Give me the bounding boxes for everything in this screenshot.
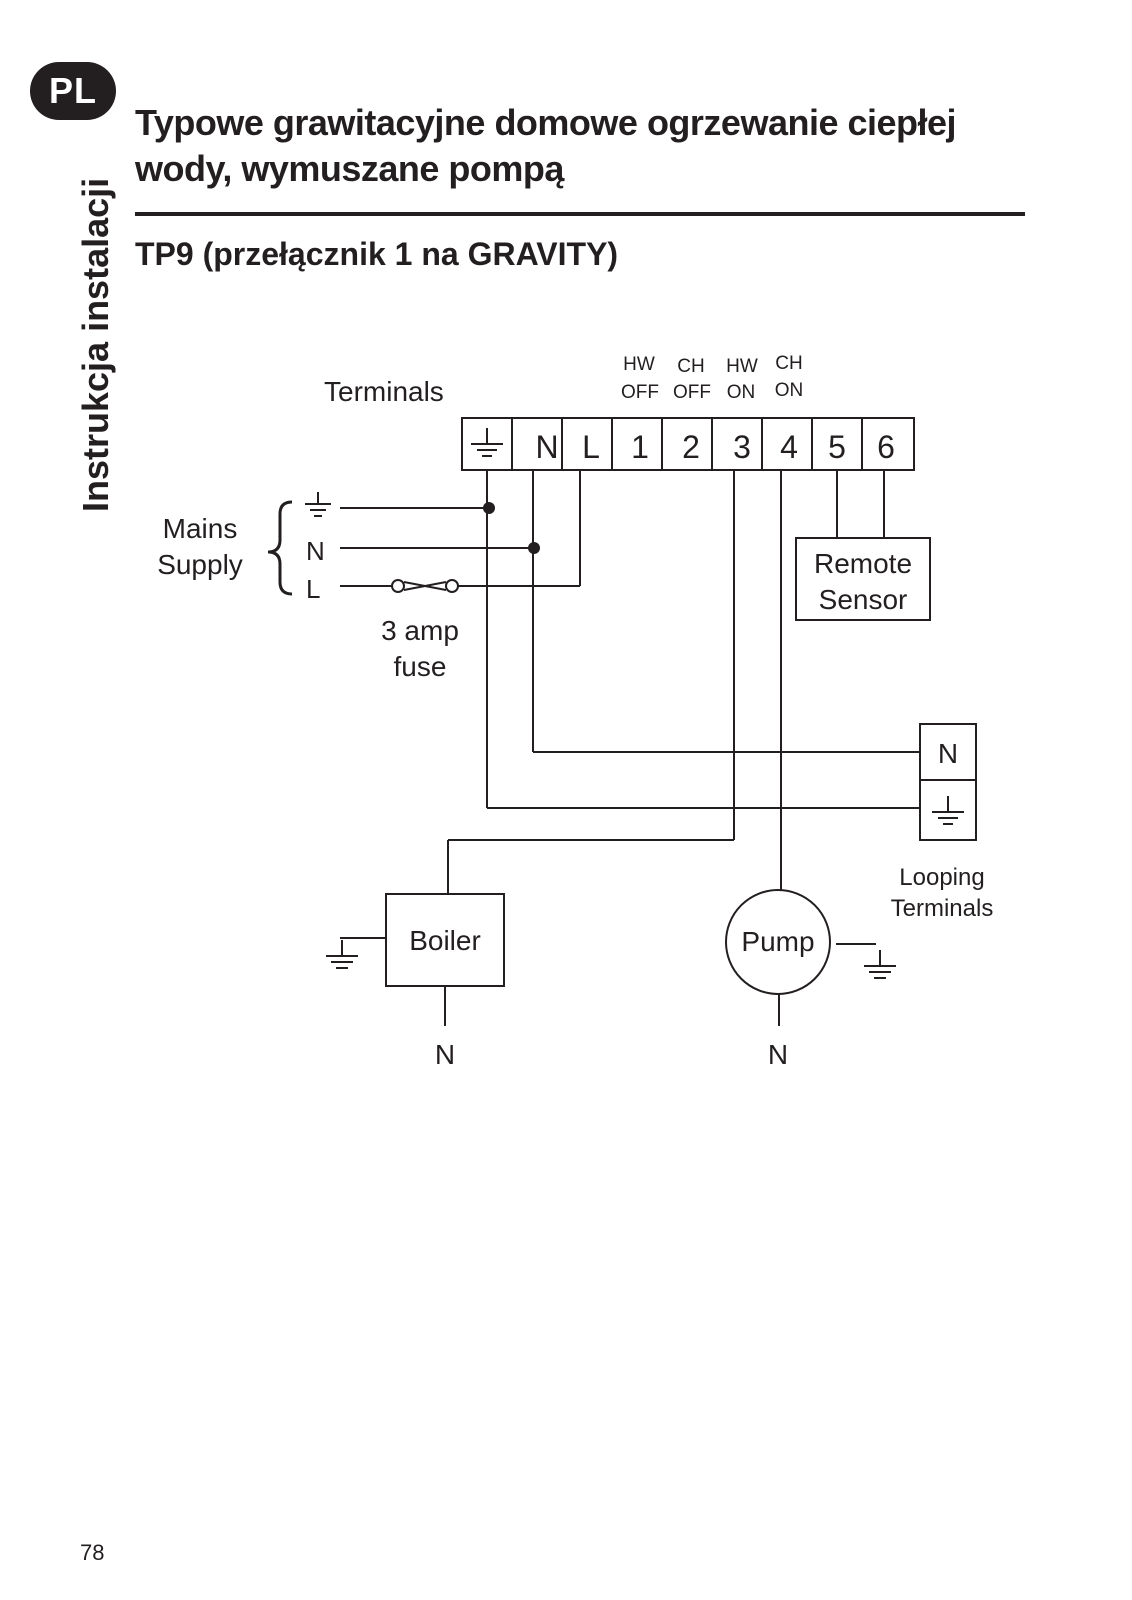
page-subtitle: TP9 (przełącznik 1 na GRAVITY) [135, 236, 619, 272]
pump-earth-icon [864, 950, 896, 979]
pump-label: Pump [741, 926, 814, 957]
mode-label-4-bottom: ON [775, 380, 804, 401]
mode-label-3-bottom: ON [727, 382, 756, 403]
boiler-neutral-label: N [435, 1039, 455, 1070]
mode-label-2-top: CH [677, 356, 704, 377]
boiler-earth-icon [326, 940, 358, 969]
terminal-2: 2 [682, 429, 700, 465]
terminal-6: 6 [877, 429, 895, 465]
mains-brace [267, 500, 293, 596]
mains-label-line1: Mains [163, 513, 238, 544]
earth-junction-dot [483, 502, 495, 514]
pump-neutral-label: N [768, 1039, 788, 1070]
looping-label-line2: Terminals [891, 895, 994, 922]
remote-sensor-line1: Remote [814, 548, 912, 579]
language-badge: PL [30, 62, 116, 120]
terminal-5: 5 [828, 429, 846, 465]
looping-neutral-label: N [938, 738, 958, 769]
boiler-label: Boiler [409, 925, 481, 956]
terminals-label: Terminals [324, 376, 444, 407]
neutral-junction-dot [528, 542, 540, 554]
mode-label-3-top: HW [726, 356, 758, 377]
mode-label-4-top: CH [775, 353, 802, 374]
mode-label-1-top: HW [623, 354, 655, 375]
terminal-l: L [582, 429, 600, 465]
looping-earth-icon [932, 796, 964, 825]
looping-terminals-box [919, 723, 977, 841]
terminal-earth-icon [471, 428, 503, 457]
title-divider [135, 212, 1025, 216]
mains-label-line2: Supply [157, 549, 243, 580]
fuse-label-line2: fuse [394, 651, 447, 682]
terminal-n: N [535, 429, 558, 465]
remote-sensor-box [795, 537, 931, 621]
page-title: Typowe grawitacyjne domowe ogrzewanie ci… [135, 102, 957, 189]
mode-label-2-bottom: OFF [673, 382, 711, 403]
terminal-strip [461, 417, 915, 471]
terminal-3: 3 [733, 429, 751, 465]
looping-label-line1: Looping [899, 864, 984, 891]
mode-label-1-bottom: OFF [621, 382, 659, 403]
mains-neutral-label: N [306, 536, 325, 566]
fuse-label-line1: 3 amp [381, 615, 459, 646]
fuse-icon [391, 579, 459, 593]
terminal-4: 4 [780, 429, 798, 465]
page-number: 78 [80, 1540, 105, 1565]
remote-sensor-line2: Sensor [819, 584, 908, 615]
mains-earth-icon [305, 492, 331, 517]
terminal-1: 1 [631, 429, 649, 465]
mains-live-label: L [306, 574, 320, 604]
